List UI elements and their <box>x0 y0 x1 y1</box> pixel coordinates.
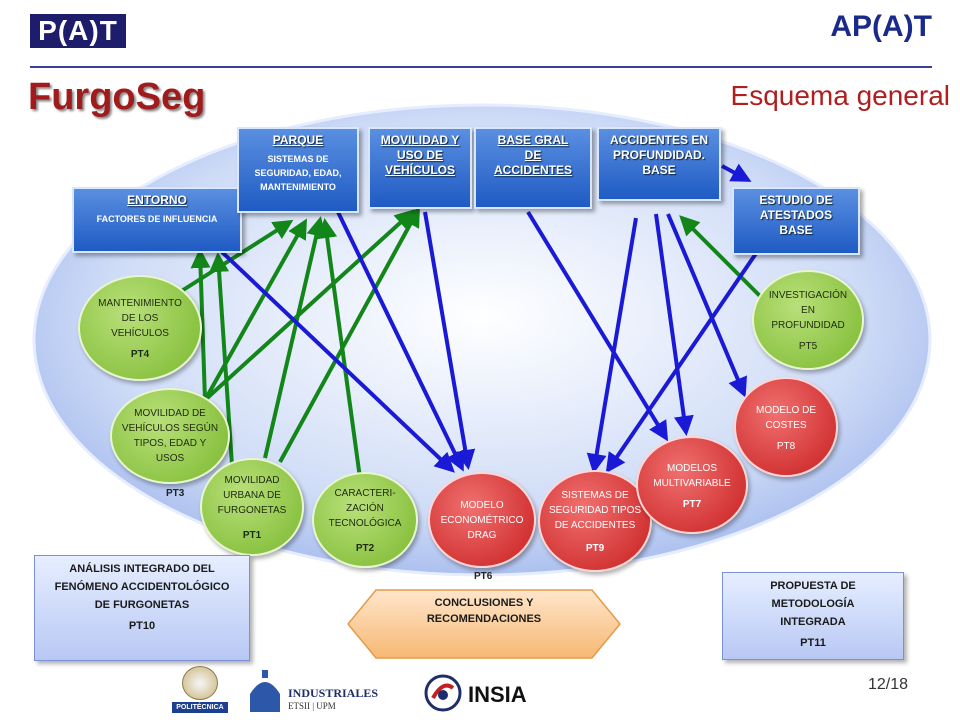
label-pt3: PT3 <box>166 488 185 499</box>
circle-pt4: MANTENIMIENTO DE LOS VEHÍCULOS PT4 <box>78 275 202 381</box>
circle-pt5-text: INVESTIGACIÓN EN PROFUNDIDAD <box>768 290 848 331</box>
box-base-gral: BASE GRAL DE ACCIDENTES <box>474 127 592 209</box>
circle-pt9-code: PT9 <box>585 543 605 554</box>
conclusiones-hexagon <box>347 589 621 659</box>
circle-pt2: CARACTERI-ZACIÓN TECNOLÓGICA PT2 <box>312 472 418 568</box>
circle-pt6-text: MODELO ECONOMÉTRICO DRAG <box>440 499 524 541</box>
circle-pt7-code: PT7 <box>682 498 702 510</box>
insia-logo-text: INSIA <box>468 682 527 707</box>
circle-pt5-code: PT5 <box>798 341 818 352</box>
circle-pt1: MOVILIDAD URBANA DE FURGONETAS PT1 <box>200 458 304 556</box>
box-estudio-atestados: ESTUDIO DE ATESTADOS BASE <box>732 187 860 255</box>
box-entorno: ENTORNO FACTORES DE INFLUENCIA <box>72 187 242 253</box>
green-arrows <box>178 206 762 479</box>
circle-pt1-text: MOVILIDAD URBANA DE FURGONETAS <box>217 475 287 516</box>
circle-pt4-text: MANTENIMIENTO DE LOS VEHÍCULOS <box>98 298 182 339</box>
slide-subtitle: Esquema general <box>730 80 950 111</box>
box-pt10-text: ANÁLISIS INTEGRADO DEL FENÓMENO ACCIDENT… <box>54 563 230 611</box>
box-entorno-sub: FACTORES DE INFLUENCIA <box>96 214 218 224</box>
circle-pt1-code: PT1 <box>242 530 262 541</box>
circle-pt3: MOVILIDAD DE VEHÍCULOS SEGÚN TIPOS, EDAD… <box>110 388 230 484</box>
box-pt11-code: PT11 <box>800 637 826 649</box>
label-pt6: PT6 <box>474 571 493 582</box>
circle-pt9-text: SISTEMAS DE SEGURIDAD TIPOS DE ACCIDENTE… <box>548 490 642 531</box>
box-entorno-title: ENTORNO <box>127 193 187 207</box>
box-movilidad: MOVILIDAD Y USO DE VEHÍCULOS <box>368 127 472 209</box>
circle-pt7-text: MODELOS MULTIVARIABLE <box>653 462 731 489</box>
circle-pt7: MODELOS MULTIVARIABLE PT7 <box>636 436 748 534</box>
pat-logo-left: P(A)T <box>30 14 126 48</box>
circle-pt3-text: MOVILIDAD DE VEHÍCULOS SEGÚN TIPOS, EDAD… <box>121 408 219 464</box>
box-atestados-title: ESTUDIO DE ATESTADOS BASE <box>759 193 833 237</box>
box-parque: PARQUE SISTEMAS DE SEGURIDAD, EDAD, MANT… <box>237 127 359 213</box>
circle-pt6: MODELO ECONOMÉTRICO DRAG <box>428 472 536 568</box>
box-pt11: PROPUESTA DE METODOLOGÍA INTEGRADA PT11 <box>722 572 904 660</box>
circle-pt8-text: MODELO DE COSTES <box>755 404 816 431</box>
circle-pt2-text: CARACTERI-ZACIÓN TECNOLÓGICA <box>328 488 402 529</box>
circle-pt2-code: PT2 <box>355 543 375 554</box>
industriales-logo: INDUSTRIALES ETSII | UPM <box>244 668 384 716</box>
politecnica-logo-text: POLITÉCNICA <box>172 702 228 713</box>
box-parque-title: PARQUE <box>272 133 324 147</box>
circle-pt9: SISTEMAS DE SEGURIDAD TIPOS DE ACCIDENTE… <box>538 470 652 572</box>
circle-pt4-code: PT4 <box>130 349 150 360</box>
title-divider <box>30 66 932 68</box>
box-movilidad-title: MOVILIDAD Y USO DE VEHÍCULOS <box>380 133 460 177</box>
circle-pt5: INVESTIGACIÓN EN PROFUNDIDAD PT5 <box>752 270 864 370</box>
industriales-logo-sub: ETSII | UPM <box>288 701 336 711</box>
page-number: 12/18 <box>868 676 909 693</box>
box-accidentes-profundidad: ACCIDENTES EN PROFUNDIDAD. BASE <box>597 127 721 201</box>
politecnica-logo: POLITÉCNICA <box>172 666 228 714</box>
box-accidentes-title: ACCIDENTES EN PROFUNDIDAD. BASE <box>609 133 708 177</box>
box-parque-sub: SISTEMAS DE SEGURIDAD, EDAD, MANTENIMIEN… <box>254 154 342 192</box>
insia-logo: INSIA <box>424 672 544 716</box>
blue-arrows <box>220 163 759 474</box>
industriales-logo-text: INDUSTRIALES <box>288 686 379 700</box>
box-pt11-text: PROPUESTA DE METODOLOGÍA INTEGRADA <box>770 580 856 628</box>
slide-title: FurgoSeg <box>28 76 206 118</box>
box-pt10-code: PT10 <box>128 620 156 632</box>
apat-logo-right: AP(A)T <box>830 10 932 43</box>
box-pt10: ANÁLISIS INTEGRADO DEL FENÓMENO ACCIDENT… <box>34 555 250 661</box>
box-base-gral-title: BASE GRAL DE ACCIDENTES <box>494 133 573 177</box>
insia-emblem-icon <box>424 674 462 712</box>
dome-icon <box>250 670 280 712</box>
circle-pt8: MODELO DE COSTES PT8 <box>734 377 838 477</box>
circle-pt8-code: PT8 <box>776 440 796 452</box>
conclusiones-label: CONCLUSIONES Y RECOMENDACIONES <box>426 597 542 625</box>
